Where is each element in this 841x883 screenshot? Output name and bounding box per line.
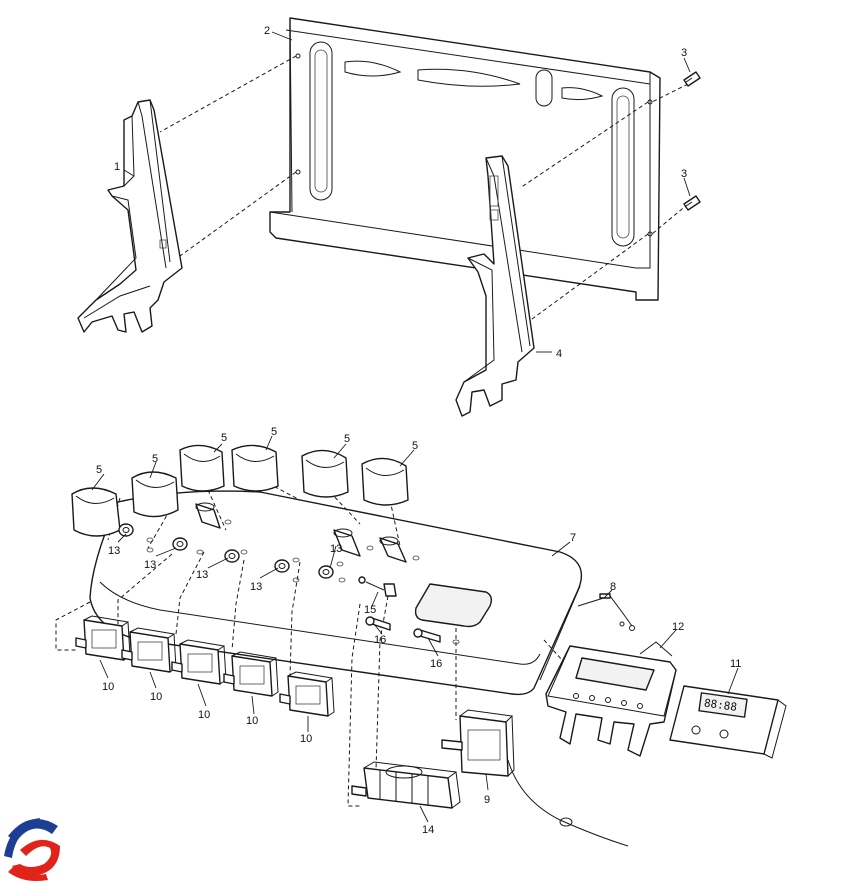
brand-logo-icon <box>4 818 60 881</box>
callout-10-e: 10 <box>300 733 312 745</box>
knob-5 <box>301 449 349 498</box>
callout-3-lower: 3 <box>681 168 687 180</box>
callout-1: 1 <box>114 161 120 173</box>
knob-2 <box>131 471 179 518</box>
callout-9: 9 <box>484 794 490 806</box>
energy-regulator-1 <box>75 615 131 661</box>
callout-3-upper: 3 <box>681 47 687 59</box>
callout-4: 4 <box>556 348 562 360</box>
knob-3 <box>179 444 225 492</box>
callout-5-a: 5 <box>96 464 102 476</box>
energy-regulator-4 <box>223 651 279 697</box>
callout-5-e: 5 <box>344 433 350 445</box>
selector-switch <box>351 761 461 809</box>
assembly-lines-upper <box>159 55 689 323</box>
callout-labels: 1 2 3 3 4 5 5 5 5 5 5 7 8 9 10 10 10 10 … <box>96 25 741 836</box>
panel-screw-right <box>413 628 460 645</box>
callout-8: 8 <box>610 581 616 593</box>
callout-14: 14 <box>422 824 434 836</box>
knob-1 <box>71 487 121 537</box>
right-side-bracket <box>455 155 535 417</box>
wire-lead <box>577 593 635 631</box>
callout-10-c: 10 <box>198 709 210 721</box>
callout-2: 2 <box>264 25 270 37</box>
callout-10-d: 10 <box>246 715 258 727</box>
callout-12: 12 <box>672 621 684 633</box>
knob-4 <box>231 444 279 492</box>
callout-5-d: 5 <box>271 426 277 438</box>
energy-regulator-3 <box>171 639 227 685</box>
callout-13-c: 13 <box>196 569 208 581</box>
callout-13-b: 13 <box>144 559 156 571</box>
panel-screw-left <box>365 616 391 631</box>
leaders-upper <box>123 31 691 353</box>
knob-6 <box>361 457 409 506</box>
spacer-tube-mid <box>333 528 361 557</box>
callout-13-e: 13 <box>330 543 342 555</box>
callout-13-a: 13 <box>108 545 120 557</box>
timer-bracket <box>545 641 677 757</box>
left-side-bracket <box>77 99 183 333</box>
timer-display-digits: 88:88 <box>703 696 738 713</box>
oven-thermostat <box>441 709 629 847</box>
callout-10-b: 10 <box>150 691 162 703</box>
clip-fixing <box>358 576 397 597</box>
rear-panel <box>269 17 661 301</box>
electronic-timer <box>669 685 787 759</box>
callout-5-f: 5 <box>412 440 418 452</box>
callout-10-a: 10 <box>102 681 114 693</box>
bezel-rings <box>118 519 420 583</box>
callout-5-c: 5 <box>221 432 227 444</box>
callout-5-b: 5 <box>152 453 158 465</box>
screw-upper <box>683 71 701 87</box>
callout-7: 7 <box>570 532 576 544</box>
screw-lower <box>683 195 701 211</box>
callout-15: 15 <box>364 604 376 616</box>
spacer-tube-right <box>379 536 407 563</box>
energy-regulator-5 <box>279 671 335 717</box>
callout-16-b: 16 <box>430 658 442 670</box>
energy-regulator-2 <box>121 627 177 673</box>
spacer-tube-left <box>195 502 221 529</box>
callout-13-d: 13 <box>250 581 262 593</box>
leaders-lower <box>91 435 739 823</box>
callout-16-a: 16 <box>374 634 386 646</box>
callout-11: 11 <box>730 658 741 670</box>
